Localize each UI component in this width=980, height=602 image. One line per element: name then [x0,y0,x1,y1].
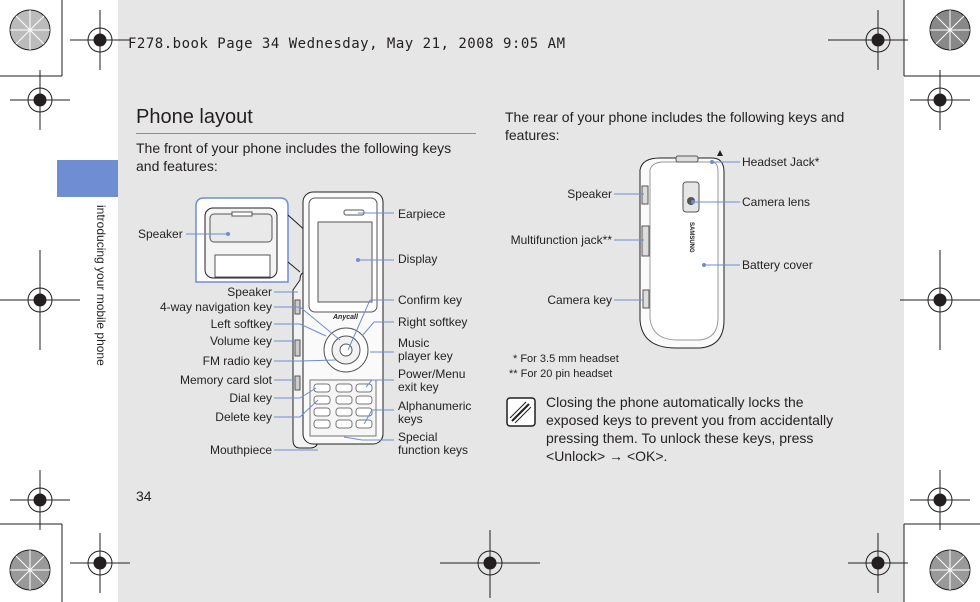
label-power-exit-key: Power/Menu exit key [398,367,466,394]
brand-samsung: SAMSUNG [688,222,694,253]
note-text-after: >. [655,448,668,464]
label-speaker: Speaker [227,285,272,299]
label-nav-key: 4-way navigation key [159,300,272,314]
note-ok-key: OK [635,448,656,464]
label-headset-jack: Headset Jack* [742,155,820,169]
note-text-before: Closing the phone automatically locks th… [546,394,834,464]
label-rear-speaker: Speaker [567,187,612,201]
label-dial-key: Dial key [229,391,272,405]
page-number: 34 [136,488,152,504]
label-display: Display [398,252,438,266]
label-mouthpiece: Mouthpiece [209,443,272,457]
note-text: Closing the phone automatically locks th… [546,393,846,465]
label-alphanumeric-keys: Alphanumeric keys [398,399,472,426]
label-special-function-keys: Special function keys [398,430,469,457]
front-intro: The front of your phone includes the fol… [136,140,452,174]
label-camera-key: Camera key [547,293,612,307]
label-memory-card-slot: Memory card slot [179,373,272,387]
book-header: F278.book Page 34 Wednesday, May 21, 200… [128,36,566,52]
footnote-headset: * For 3.5 mm headset [513,353,619,365]
label-right-softkey: Right softkey [398,315,468,329]
label-delete-key: Delete key [215,410,272,424]
label-volume-key: Volume key [209,334,272,348]
front-phone-body: Anycall [292,191,384,449]
rear-intro: The rear of your phone includes the foll… [505,109,845,143]
label-multifunction-jack: Multifunction jack** [510,233,612,247]
label-camera-lens: Camera lens [742,195,811,209]
speaker-inset [195,197,319,283]
title-rule [136,133,476,134]
note-unlock-key: Unlock [554,448,597,464]
note-arrow: > → < [596,448,636,464]
rear-phone-body: SAMSUNG [639,150,725,349]
label-confirm-key: Confirm key [398,293,463,307]
label-battery-cover: Battery cover [742,258,813,272]
label-speaker-inset: Speaker [138,227,183,241]
section-tab [57,160,118,197]
label-left-softkey: Left softkey [210,317,272,331]
page-title: Phone layout [136,106,253,128]
label-fm-radio-key: FM radio key [202,354,272,368]
pencil-note-icon [506,397,536,427]
label-music-player-key: Music player key [398,336,453,363]
label-earpiece: Earpiece [398,207,446,221]
page-area [118,0,904,602]
brand-anycall: Anycall [332,314,359,321]
footnote-pin-headset: ** For 20 pin headset [509,368,613,380]
registration-mark [70,10,130,70]
